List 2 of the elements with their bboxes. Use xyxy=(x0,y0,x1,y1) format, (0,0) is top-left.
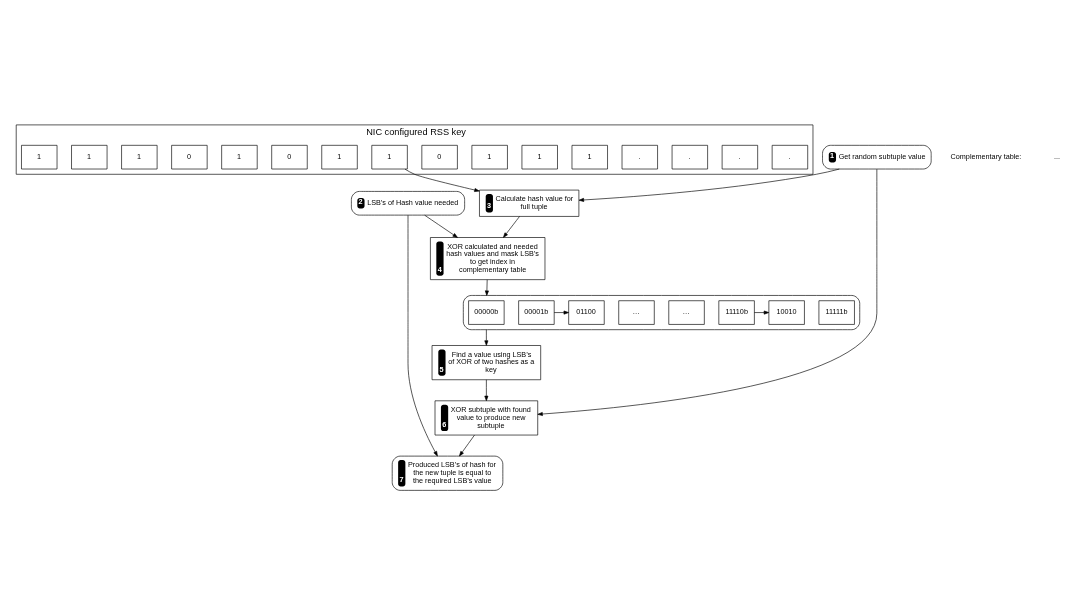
label: Complementary table: xyxy=(950,152,1022,162)
label: ... xyxy=(1053,152,1061,162)
